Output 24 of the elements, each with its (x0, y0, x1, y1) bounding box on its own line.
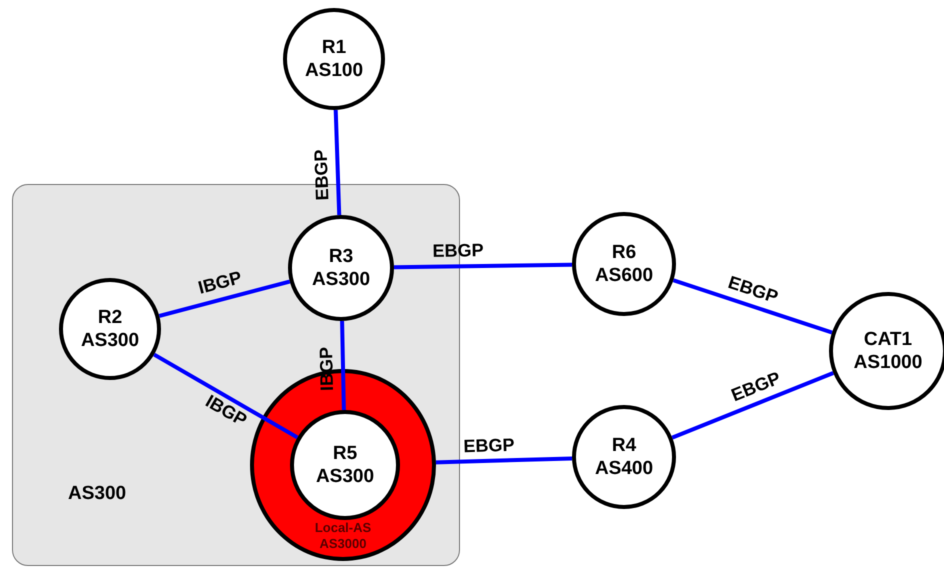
router-label: R4 AS400 (594, 434, 654, 480)
local-as-label: Local-AS AS3000 (314, 520, 372, 552)
router-label: CAT1 AS1000 (852, 328, 924, 374)
edge-label: EBGP (462, 434, 514, 458)
edge-label: EBGP (728, 367, 784, 406)
connection-line (672, 278, 833, 334)
connection-line (436, 456, 572, 464)
area-label: AS300 (68, 482, 126, 505)
connection-line (672, 371, 834, 440)
edge-label: IBGP (202, 391, 250, 432)
router-label: R5 AS300 (314, 442, 376, 488)
router-label: R3 AS300 (310, 245, 372, 291)
edge-label: IBGP (196, 268, 244, 300)
router-label: R1 AS100 (304, 36, 364, 82)
edge-label: EBGP (432, 240, 484, 262)
connection-line (158, 280, 290, 318)
edge-label: EBGP (725, 272, 780, 308)
edge-label: EBGP (310, 149, 334, 201)
router-label: R2 AS300 (80, 306, 140, 352)
connection-line (340, 320, 346, 410)
connection-line (334, 110, 342, 216)
router-label: R6 AS600 (594, 241, 654, 287)
connection-line (394, 262, 572, 270)
connection-line (153, 352, 298, 440)
